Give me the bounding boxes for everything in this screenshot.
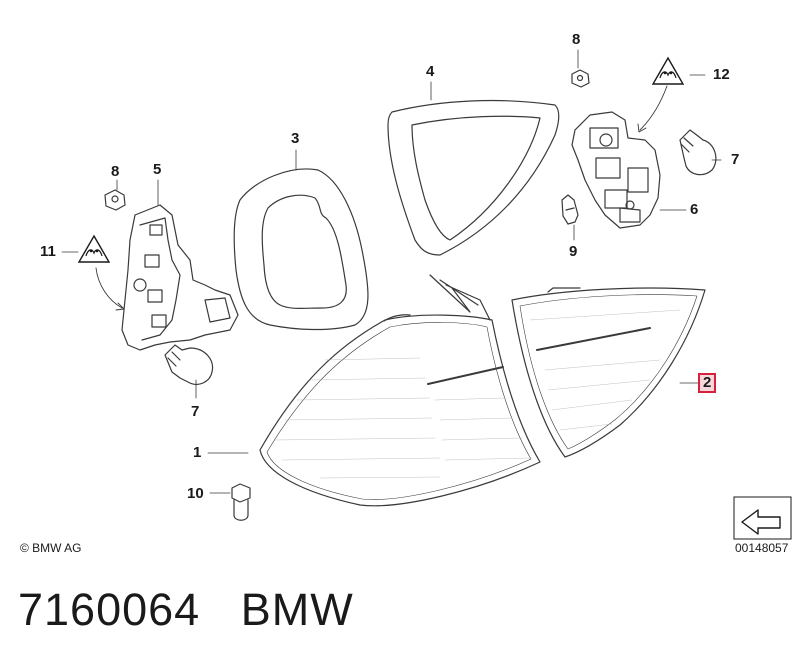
leader-lines (61, 49, 722, 494)
callout-10: 10 (187, 485, 204, 502)
part-number: 7160064 (18, 584, 201, 635)
callout-11: 11 (40, 243, 56, 260)
bulb-part-7-left (164, 344, 214, 385)
gasket-part-4 (387, 99, 560, 256)
callout-7-right: 7 (731, 151, 740, 168)
clip-part-8-right (571, 69, 590, 88)
gasket-part-3 (233, 168, 369, 331)
caution-triangle-icon (77, 234, 111, 263)
callout-8-right: 8 (572, 31, 581, 48)
tail-light-inner-part-2 (511, 287, 706, 458)
bulb-part-9 (561, 194, 579, 225)
parts-diagram (61, 49, 792, 540)
callout-2-highlighted: 2 (698, 373, 717, 393)
callout-1: 1 (193, 444, 202, 461)
part-caption: 7160064 BMW (18, 584, 354, 636)
clip-part-8-left (104, 189, 126, 211)
callout-3: 3 (291, 130, 300, 147)
caution-triangle-icon (651, 56, 685, 85)
bulb-part-7-right (679, 129, 717, 176)
copyright-notice: © BMW AG (20, 541, 82, 555)
callout-8-left: 8 (111, 163, 120, 180)
callout-6: 6 (690, 201, 699, 218)
reference-number: 00148057 (735, 541, 789, 555)
tail-light-outer-part-1 (259, 274, 541, 507)
grommet-part-10 (231, 483, 251, 521)
brand-name: BMW (240, 584, 354, 635)
callout-5: 5 (153, 161, 162, 178)
bulb-carrier-part-5 (121, 204, 239, 351)
callout-4: 4 (426, 63, 435, 80)
bulb-carrier-part-6 (571, 111, 661, 229)
direction-arrow-icon (733, 496, 792, 540)
callout-9: 9 (569, 243, 578, 260)
callout-7-left: 7 (191, 403, 200, 420)
callout-12: 12 (713, 66, 730, 83)
